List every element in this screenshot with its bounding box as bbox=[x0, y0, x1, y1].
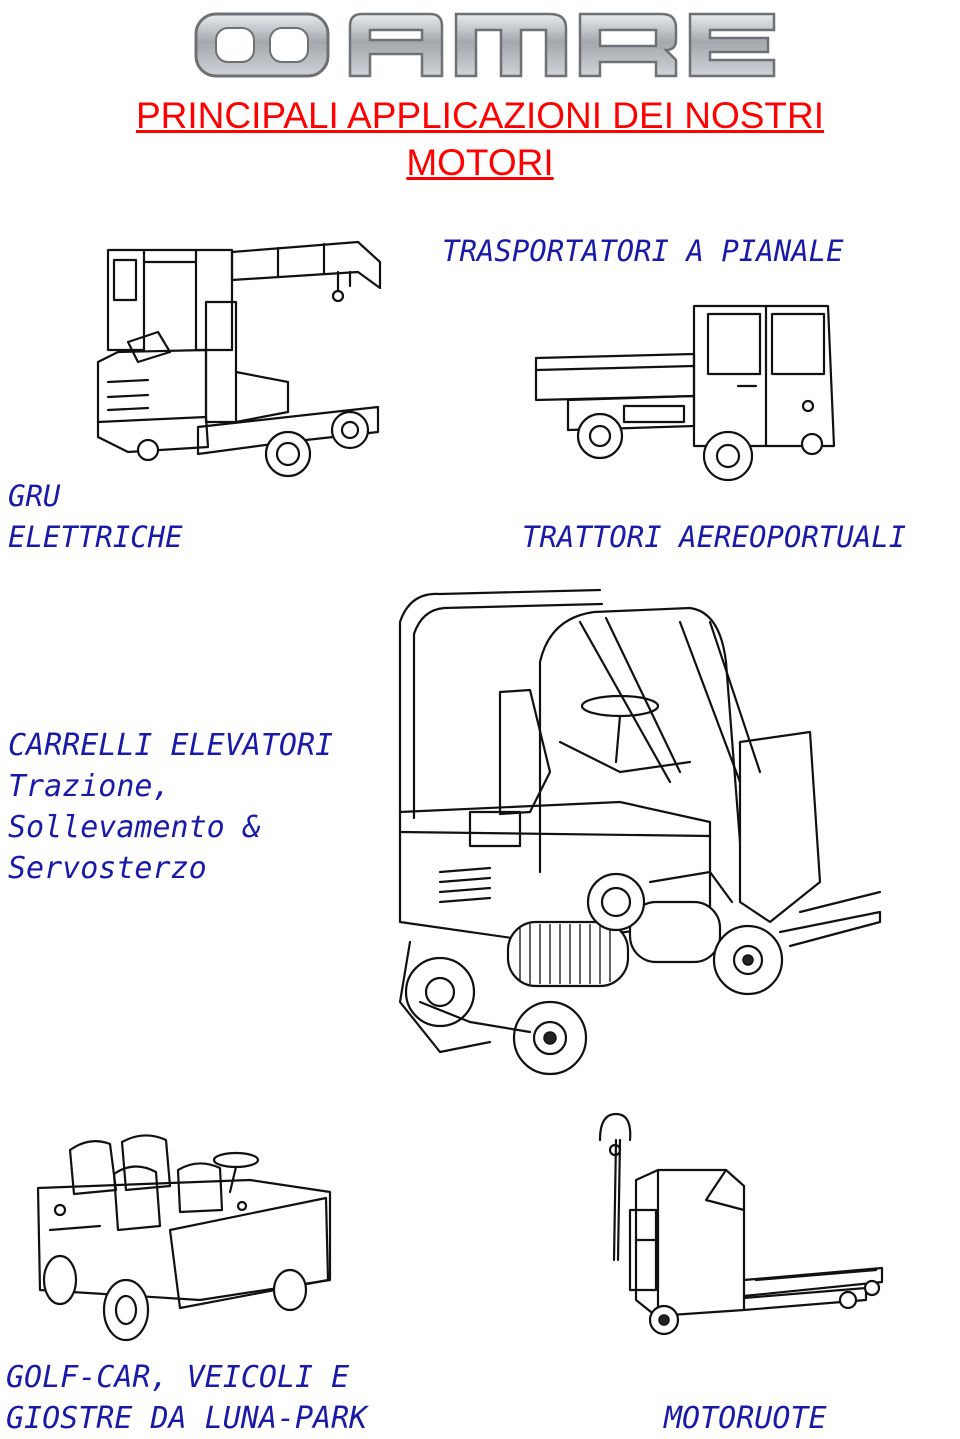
amre-logo bbox=[190, 4, 780, 86]
label-gru-line-1: GRU bbox=[8, 479, 61, 513]
label-carrelli-line-2: Trazione, bbox=[8, 769, 171, 804]
label-gru-line-2: ELETTRICHE bbox=[8, 520, 183, 554]
label-golf-line-2: GIOSTRE DA LUNA-PARK bbox=[6, 1401, 368, 1436]
label-carrelli-elevatori: CARRELLI ELEVATORI Trazione, Sollevament… bbox=[8, 725, 333, 889]
label-gru-elettriche: GRU ELETTRICHE bbox=[8, 476, 183, 558]
label-trattori-aereoportuali: TRATTORI AEREOPORTUALI bbox=[522, 520, 907, 554]
motor-wheel-pallet-truck-illustration bbox=[596, 1110, 886, 1346]
title-line-2: MOTORI bbox=[406, 142, 554, 183]
label-carrelli-line-4: Servosterzo bbox=[8, 851, 207, 886]
flatbed-transporter-illustration bbox=[528, 296, 838, 486]
forklift-illustration bbox=[380, 582, 890, 1092]
golf-car-illustration bbox=[30, 1130, 360, 1350]
label-motoruote: MOTORUOTE bbox=[664, 1401, 827, 1436]
electric-crane-illustration bbox=[88, 232, 388, 480]
label-golf-line-1: GOLF-CAR, VEICOLI E bbox=[6, 1360, 350, 1395]
label-golf-car: GOLF-CAR, VEICOLI E GIOSTRE DA LUNA-PARK bbox=[6, 1357, 367, 1439]
label-trasportatori-a-pianale: TRASPORTATORI A PIANALE bbox=[442, 234, 844, 268]
page-title: PRINCIPALI APPLICAZIONI DEI NOSTRI MOTOR… bbox=[0, 92, 960, 186]
label-carrelli-line-3: Sollevamento & bbox=[8, 810, 261, 845]
label-carrelli-line-1: CARRELLI ELEVATORI bbox=[8, 728, 334, 763]
title-line-1: PRINCIPALI APPLICAZIONI DEI NOSTRI bbox=[135, 95, 825, 136]
